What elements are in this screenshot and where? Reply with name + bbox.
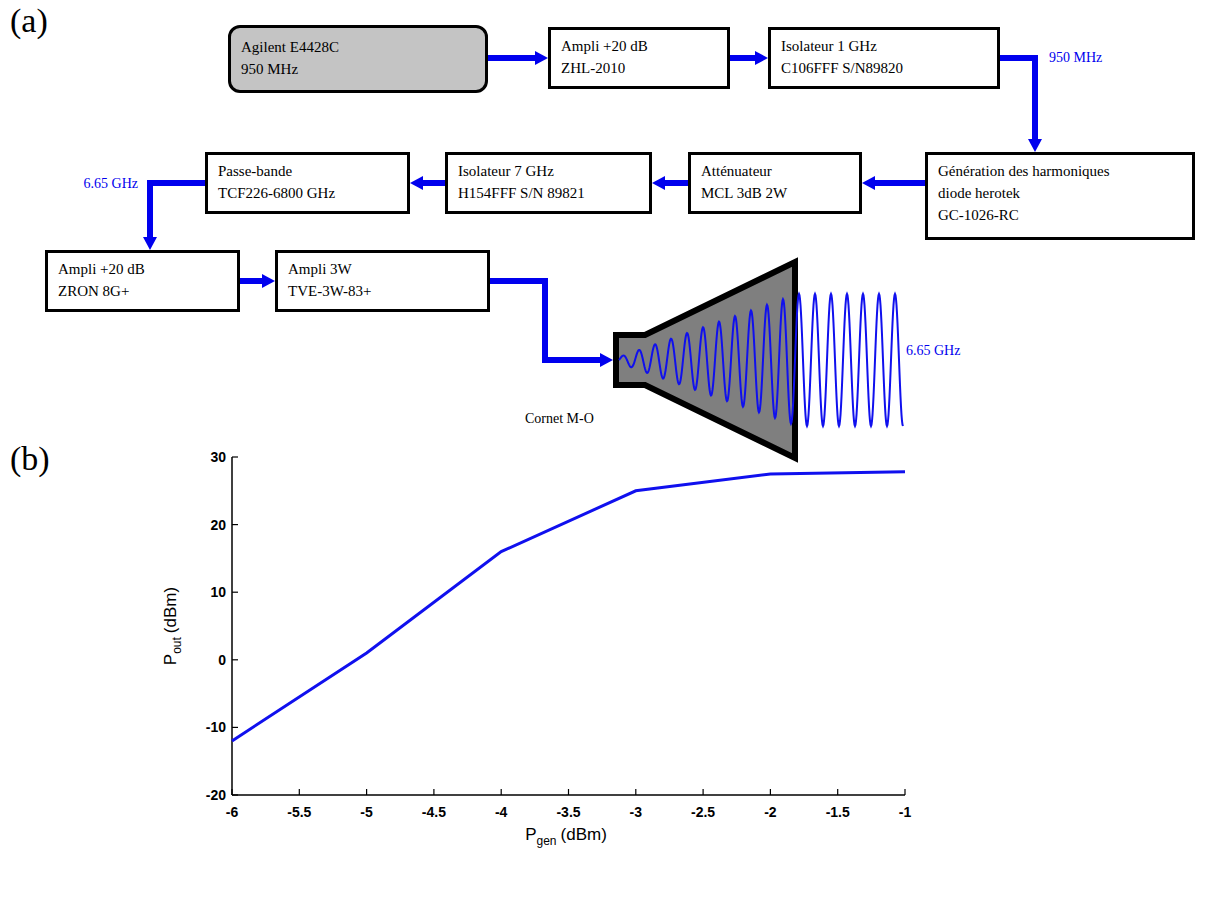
axis-title-part: P — [525, 825, 536, 844]
x-tick — [231, 789, 232, 795]
horn-antenna: Cornet M-O — [613, 258, 798, 462]
y-tick — [232, 727, 238, 728]
box-title: Ampli 3W — [288, 258, 352, 280]
axis-ticks — [232, 457, 905, 795]
source-box: Agilent E4428C950 MHz — [228, 25, 488, 93]
frequency-label: 950 MHz — [1047, 50, 1104, 66]
x-tick — [366, 789, 367, 795]
chart-axes — [232, 457, 905, 795]
x-tick — [501, 789, 502, 795]
panel-letter: (a) — [10, 2, 48, 40]
x-tick — [770, 789, 771, 795]
box-detail: C106FFF S/N89820 — [781, 57, 903, 79]
y-tick-label: 10 — [210, 584, 226, 600]
y-tick — [232, 794, 238, 795]
horn-outline — [616, 262, 795, 458]
x-tick — [702, 789, 703, 795]
x-tick — [904, 789, 905, 795]
wave-signal — [619, 294, 903, 426]
x-tick-label: -5 — [360, 804, 372, 820]
y-tick-label: -10 — [206, 719, 226, 735]
box-title: Atténuateur — [701, 160, 772, 182]
y-tick-label: 0 — [218, 652, 226, 668]
box-detail: TCF226-6800 GHz — [218, 182, 335, 204]
x-tick — [433, 789, 434, 795]
process-box: Passe-bandeTCF226-6800 GHz — [205, 152, 410, 214]
axis-subscript: out — [170, 637, 184, 654]
x-tick-label: -2.5 — [691, 804, 715, 820]
x-tick — [837, 789, 838, 795]
x-tick-label: -4.5 — [422, 804, 446, 820]
signal-arrow — [423, 180, 445, 186]
process-box: Ampli +20 dBZHL-2010 — [548, 27, 730, 89]
signal-arrow — [730, 55, 755, 61]
box-title: Ampli +20 dB — [561, 35, 648, 57]
y-tick-label: 30 — [210, 449, 226, 465]
x-tick-label: -4 — [495, 804, 507, 820]
x-tick-label: -6 — [226, 804, 238, 820]
x-tick — [568, 789, 569, 795]
y-tick-label: -20 — [206, 787, 226, 803]
box-title: Agilent E4428C — [241, 36, 339, 58]
box-title: Cornet M-O — [525, 408, 594, 430]
y-tick — [232, 659, 238, 660]
axis-title-part: P — [161, 654, 180, 665]
x-axis-title: Pgen (dBm) — [525, 825, 607, 848]
signal-arrow — [1000, 58, 1035, 139]
box-detail: ZHL-2010 — [561, 57, 625, 79]
signal-arrow — [875, 180, 925, 186]
signal-arrow — [488, 55, 535, 61]
x-tick — [299, 789, 300, 795]
signal-arrow — [150, 183, 205, 237]
power-curve — [232, 472, 905, 741]
box-title: Ampli +20 dB — [58, 258, 145, 280]
x-tick — [635, 789, 636, 795]
process-box: Génération des harmoniquesdiode herotekG… — [925, 152, 1195, 240]
process-box: Ampli +20 dBZRON 8G+ — [45, 250, 240, 312]
x-tick-label: -2 — [764, 804, 776, 820]
process-box: Isolateur 7 GHzH154FFF S/N 89821 — [445, 152, 652, 214]
y-tick — [232, 524, 238, 525]
axis-title-part: (dBm) — [161, 587, 180, 633]
y-axis-title: Pout (dBm) — [161, 587, 184, 665]
x-tick-label: -3 — [630, 804, 642, 820]
axis-subscript: gen — [537, 834, 557, 848]
box-title: Isolateur 1 GHz — [781, 35, 877, 57]
box-title: Isolateur 7 GHz — [458, 160, 554, 182]
box-detail: TVE-3W-83+ — [288, 280, 371, 302]
signal-arrow — [665, 180, 688, 186]
x-tick-label: -1.5 — [826, 804, 850, 820]
signal-arrow — [240, 278, 262, 284]
box-detail: 950 MHz — [241, 58, 298, 80]
panel-letter: (b) — [10, 440, 50, 478]
x-tick-label: -3.5 — [556, 804, 580, 820]
process-box: Ampli 3WTVE-3W-83+ — [275, 250, 490, 312]
y-axis — [231, 457, 233, 795]
box-detail: H154FFF S/N 89821 — [458, 182, 585, 204]
x-tick-label: -1 — [899, 804, 911, 820]
signal-arrow — [490, 281, 600, 360]
frequency-label: 6.65 GHz — [906, 343, 960, 359]
box-detail: GC-1026-RC — [938, 204, 1019, 226]
process-box: AtténuateurMCL 3dB 2W — [688, 152, 862, 214]
box-detail: ZRON 8G+ — [58, 280, 129, 302]
frequency-label: 6.65 GHz — [82, 176, 140, 192]
y-tick-label: 20 — [210, 517, 226, 533]
y-tick — [232, 456, 238, 457]
box-title: Génération des harmoniques — [938, 160, 1110, 182]
y-tick — [232, 592, 238, 593]
box-detail: MCL 3dB 2W — [701, 182, 787, 204]
axis-title-part: (dBm) — [561, 825, 607, 844]
x-tick-label: -5.5 — [287, 804, 311, 820]
box-detail: diode herotek — [938, 182, 1020, 204]
box-title: Passe-bande — [218, 160, 292, 182]
process-box: Isolateur 1 GHzC106FFF S/N89820 — [768, 27, 1000, 89]
horn-shape — [613, 258, 798, 462]
